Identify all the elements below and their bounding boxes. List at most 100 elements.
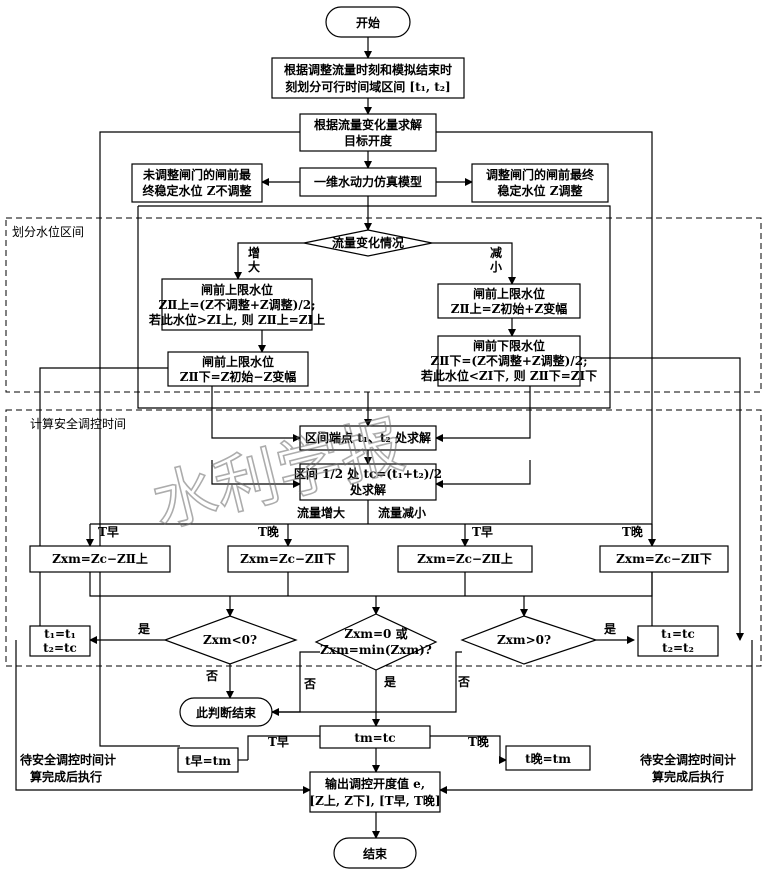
upper-dec-title: 闸前上限水位: [473, 286, 545, 301]
calc-box-1: [29, 545, 171, 573]
assign-left-line2: t₂=tc: [43, 641, 77, 655]
no-label-left: 否: [205, 669, 218, 683]
calc-box-4-label: Zxm=Zc−ZⅡ下: [616, 552, 712, 566]
tm-assign-label: tm=tc: [354, 731, 395, 745]
judge-end-label: 此判断结束: [196, 705, 257, 720]
flow-change-label: 流量变化情况: [332, 235, 404, 250]
unadjusted-line1: 未调整闸门的闸前最: [142, 167, 252, 182]
hydro-model-box: [299, 167, 437, 197]
lower-inc-line1: ZⅡ下=Z初始−Z变幅: [180, 369, 297, 384]
late-assign-box: [505, 745, 591, 771]
adjusted-line1: 调整闸门的闸前最终: [486, 167, 595, 182]
upper-inc-box: [161, 278, 313, 331]
calc-box-4: [599, 545, 729, 573]
decision-zero-line2: Zxm=min(Zxm)?: [320, 643, 432, 657]
end-label: 结束: [363, 846, 388, 861]
early-assign-box: [177, 747, 239, 773]
yes-label-right: 是: [603, 622, 617, 636]
output-box: [309, 771, 441, 813]
late-assign-label: t晚=tm: [525, 751, 571, 766]
flow-inc-label: 流量增大: [297, 505, 345, 520]
unadjusted-level-box: [131, 163, 263, 203]
upper-dec-box: [437, 283, 581, 319]
assign-right-line1: t₁=tc: [661, 627, 695, 641]
start-terminal: [325, 6, 411, 38]
lower-dec-box: [437, 335, 581, 387]
t-early-label-1: T早: [98, 525, 119, 539]
yes-label-left: 是: [137, 622, 151, 636]
endpoints-box: [299, 425, 437, 451]
assign-right-box: [637, 625, 719, 657]
t-late-label-3: T晚: [468, 734, 489, 749]
calc-box-2-label: Zxm=Zc−ZⅡ下: [240, 552, 336, 566]
hydro-model-label: 一维水动力仿真模型: [314, 174, 422, 189]
flow-dec-label: 流量减小: [378, 505, 426, 520]
solve-opening-box: [299, 113, 437, 152]
wait-right-line2: 算完成后执行: [652, 769, 724, 784]
upper-inc-title: 闸前上限水位: [201, 282, 273, 297]
early-assign-label: t早=tm: [185, 754, 231, 768]
assign-left-line1: t₁=t₁: [44, 627, 76, 641]
lower-dec-line1: ZⅡ下=(Z不调整+Z调整)/2;: [430, 353, 587, 368]
divide-interval-line1: 根据调整流量时刻和模拟结束时: [284, 62, 452, 77]
endpoints-label: 区间端点 t₁、t₂ 处求解: [305, 430, 431, 445]
region-safe-time-label: 计算安全调控时间: [30, 416, 126, 431]
lower-inc-box: [167, 351, 309, 387]
t-early-label-3: T早: [268, 735, 289, 749]
decision-negative: [163, 615, 298, 665]
calc-box-1-label: Zxm=Zc−ZⅡ上: [52, 551, 148, 566]
t-early-label-2: T早: [472, 525, 493, 539]
increase-label-1: 增: [248, 245, 260, 260]
decision-negative-label: Zxm<0?: [203, 633, 257, 647]
region-water-level-label: 划分水位区间: [12, 224, 84, 239]
calc-box-3: [397, 545, 533, 573]
start-label: 开始: [356, 15, 380, 30]
flow-change-decision: [303, 229, 433, 257]
unadjusted-line2: 终稳定水位 Z不调整: [143, 183, 252, 198]
decision-zero-line1: Zxm=0 或: [344, 626, 407, 641]
solve-opening-line1: 根据流量变化量求解: [314, 117, 422, 132]
upper-inc-line2: 若此水位>ZⅠ上, 则 ZⅡ上=ZⅠ上: [148, 312, 325, 327]
assign-right-line2: t₂=t₂: [662, 641, 694, 655]
lower-inc-title: 闸前上限水位: [202, 354, 274, 369]
wait-left-line2: 算完成后执行: [30, 769, 102, 784]
wait-left-line1: 待安全调控时间计: [20, 752, 116, 767]
yes-label-mid: 是: [383, 675, 397, 689]
watermark-text: 水利学报: [145, 408, 411, 542]
region-water-level: [5, 217, 762, 393]
output-line1: 输出调控开度值 e,: [325, 776, 425, 791]
upper-dec-line1: ZⅡ上=Z初始+Z变幅: [451, 301, 568, 316]
region-safe-time: [5, 409, 762, 667]
divide-interval-box: [271, 57, 465, 99]
connector-lines: [15, 37, 753, 839]
decision-positive: [460, 615, 598, 665]
end-terminal: [333, 837, 417, 869]
lower-dec-line2: 若此水位<ZⅠ下, 则 ZⅡ下=ZⅠ下: [420, 368, 597, 383]
assign-left-box: [29, 625, 91, 657]
decision-positive-label: Zxm>0?: [497, 633, 551, 647]
wait-right-line1: 待安全调控时间计: [640, 752, 736, 767]
calc-box-2: [227, 545, 349, 573]
midpoint-box: [299, 463, 437, 501]
solve-opening-line2: 目标开度: [344, 133, 393, 148]
judge-end-terminal: [179, 697, 273, 727]
midpoint-line2: 处求解: [349, 482, 386, 497]
midpoint-line1: 区间 1/2 处 tc=(t₁+t₂)/2: [294, 466, 442, 481]
t-late-label-2: T晚: [622, 524, 643, 539]
decrease-label-1: 减: [490, 245, 502, 260]
watermark: 水利学报: [144, 408, 412, 543]
calc-box-3-label: Zxm=Zc−ZⅡ上: [417, 551, 513, 566]
increase-label-2: 大: [248, 259, 260, 274]
lower-dec-title: 闸前下限水位: [473, 338, 545, 353]
t-late-label-1: T晚: [258, 524, 279, 539]
no-label-right: 否: [457, 675, 470, 689]
upper-inc-line1: ZⅡ上=(Z不调整+Z调整)/2;: [158, 297, 315, 312]
no-label-mid: 否: [303, 677, 316, 691]
output-line2: [Z上, Z下], [T早, T晚]: [309, 793, 440, 808]
adjusted-level-box: [471, 163, 609, 203]
tm-assign-box: [319, 725, 431, 749]
decision-zero: [314, 613, 438, 671]
adjusted-line2: 稳定水位 Z调整: [498, 183, 583, 198]
